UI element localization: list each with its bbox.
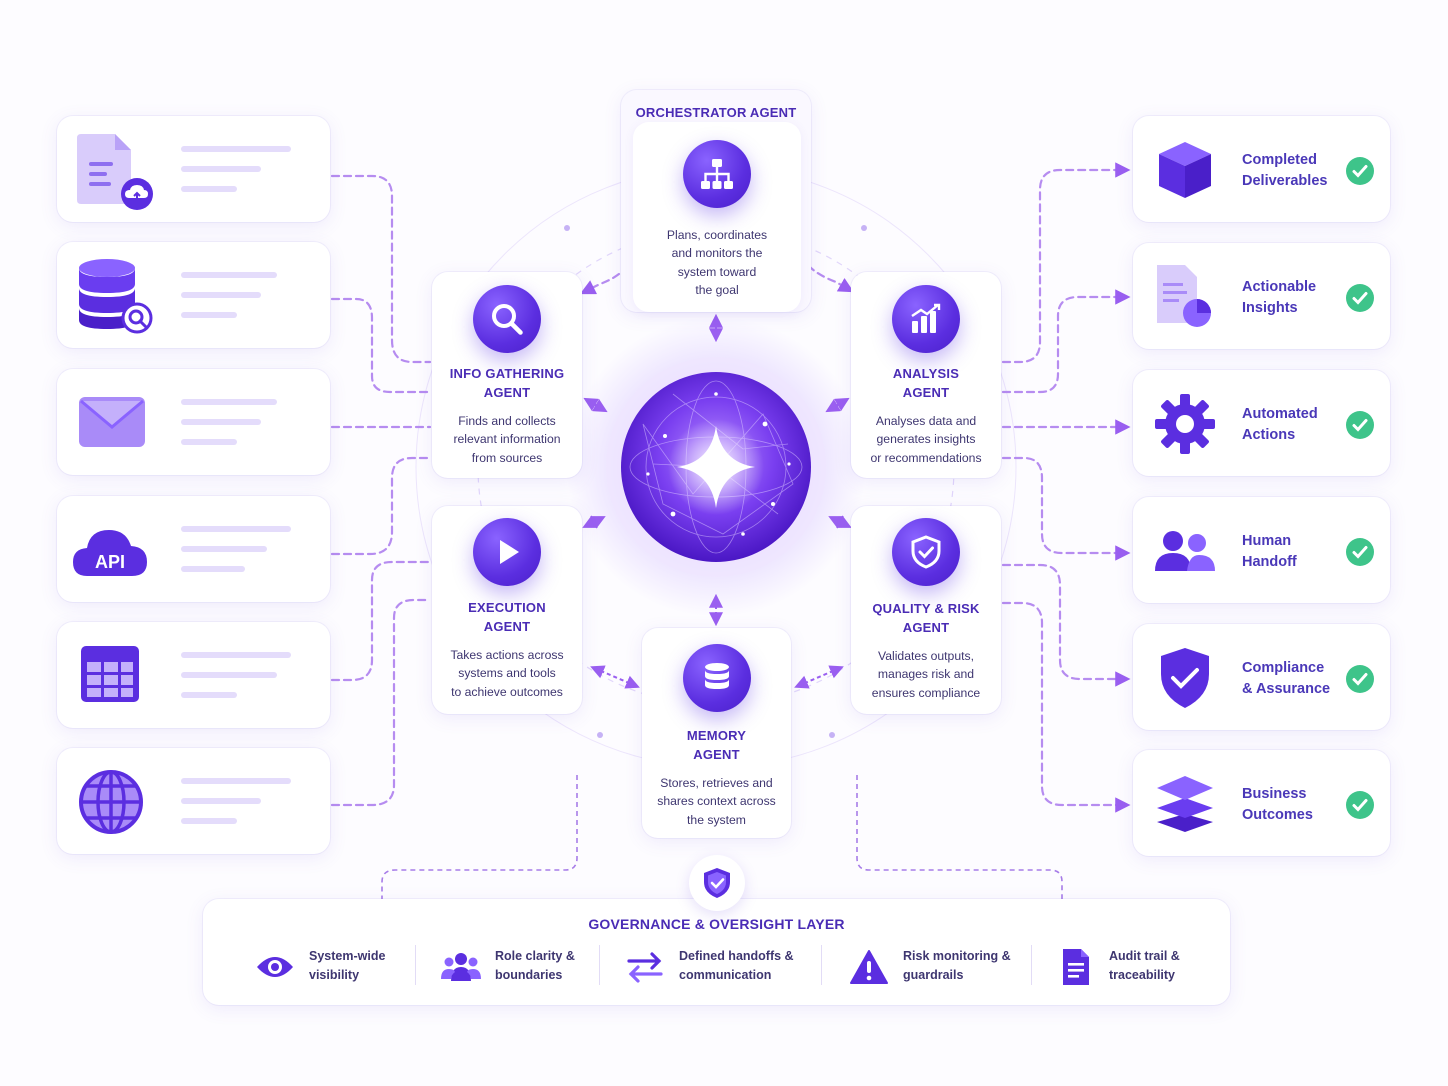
check-icon xyxy=(1346,791,1374,819)
source-card-spreadsheet[interactable] xyxy=(57,622,330,728)
bar-chart-icon xyxy=(892,285,960,353)
check-icon xyxy=(1346,284,1374,312)
placeholder-line xyxy=(181,166,261,172)
spreadsheet-icon xyxy=(81,646,139,702)
warning-icon xyxy=(850,950,888,984)
layers-icon xyxy=(1157,776,1213,832)
people-icon xyxy=(1155,531,1215,571)
placeholder-line xyxy=(181,546,267,552)
envelope-icon xyxy=(79,397,145,447)
team-icon xyxy=(441,953,481,981)
governance-layer-panel: GOVERNANCE & OVERSIGHT LAYER System-wide… xyxy=(203,899,1230,1005)
play-icon xyxy=(473,518,541,586)
source-card-api[interactable]: API xyxy=(57,496,330,602)
divider xyxy=(821,945,822,985)
document-cloud-icon xyxy=(77,134,153,210)
placeholder-line xyxy=(181,146,291,152)
placeholder-line xyxy=(181,272,277,278)
governance-badge xyxy=(689,855,745,911)
placeholder-line xyxy=(181,672,277,678)
placeholder-line xyxy=(181,439,237,445)
outcome-label: Compliance& Assurance xyxy=(1242,660,1331,697)
report-pie-icon xyxy=(1157,265,1211,327)
placeholder-line xyxy=(181,419,261,425)
cube-icon xyxy=(1159,142,1211,198)
hierarchy-icon xyxy=(683,140,751,208)
placeholder-line xyxy=(181,652,291,658)
placeholder-line xyxy=(181,186,237,192)
check-icon xyxy=(1346,665,1374,693)
check-icon xyxy=(1346,538,1374,566)
placeholder-line xyxy=(181,526,291,532)
orchestrator-agent-title: ORCHESTRATOR AGENT xyxy=(635,105,797,120)
document-icon xyxy=(1063,949,1089,985)
placeholder-line xyxy=(181,778,291,784)
database-search-icon xyxy=(79,259,153,334)
placeholder-line xyxy=(181,692,237,698)
placeholder-line xyxy=(181,292,261,298)
source-card-email[interactable] xyxy=(57,369,330,475)
svg-text:API: API xyxy=(95,552,125,572)
placeholder-line xyxy=(181,312,237,318)
divider xyxy=(599,945,600,985)
globe-icon xyxy=(79,770,143,834)
divider xyxy=(415,945,416,985)
source-card-documents[interactable] xyxy=(57,116,330,222)
eye-icon xyxy=(257,957,293,977)
governance-title: GOVERNANCE & OVERSIGHT LAYER xyxy=(588,916,845,932)
placeholder-line xyxy=(181,818,237,824)
api-cloud-icon: API xyxy=(73,530,147,576)
check-icon xyxy=(1346,157,1374,185)
shield-check-icon xyxy=(1161,648,1209,708)
swap-arrows-icon xyxy=(627,952,663,983)
shield-check-icon xyxy=(704,868,730,898)
placeholder-line xyxy=(181,566,245,572)
sparkle-orb-icon xyxy=(606,357,826,577)
check-icon xyxy=(1346,411,1374,439)
shield-check-icon xyxy=(892,518,960,586)
divider xyxy=(1031,945,1032,985)
search-icon xyxy=(473,285,541,353)
database-icon xyxy=(682,644,751,712)
outcome-card-compliance-assurance[interactable]: Compliance& Assurance xyxy=(1133,624,1390,730)
placeholder-line xyxy=(181,798,261,804)
gear-icon xyxy=(1155,394,1215,454)
placeholder-line xyxy=(181,399,277,405)
source-card-database[interactable] xyxy=(57,242,330,348)
source-card-web[interactable] xyxy=(57,748,330,854)
